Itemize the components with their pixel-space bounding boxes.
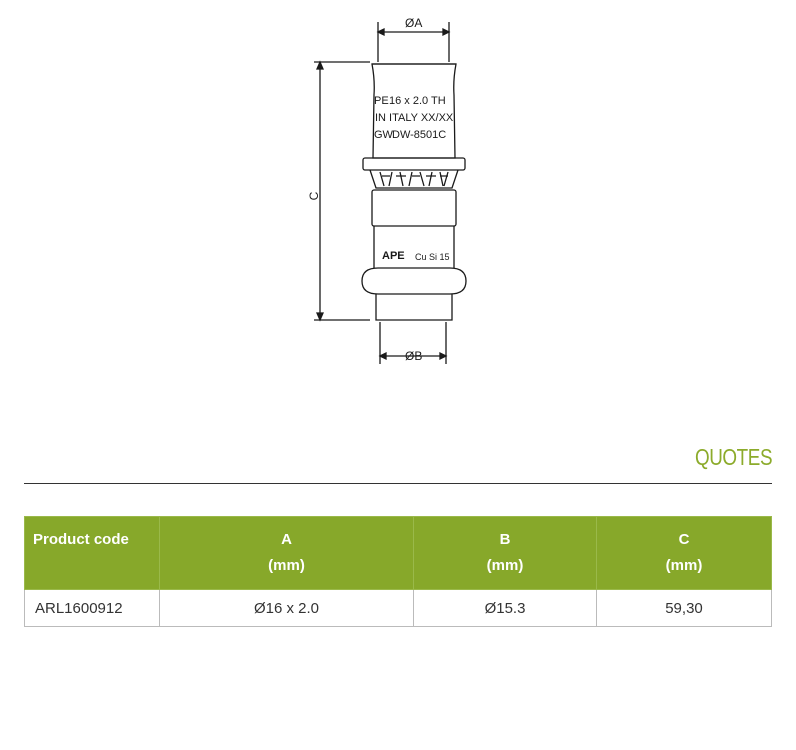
marking-line-2: IN ITALY XX/XX	[375, 112, 454, 124]
material-marking: Cu Si 15	[415, 252, 450, 262]
header-label: Product code	[33, 531, 129, 548]
quotes-table: Product code A (mm) B (mm) C (mm) ARL160…	[24, 516, 772, 627]
table-row: ARL1600912 Ø16 x 2.0 Ø15.3 59,30	[24, 589, 772, 627]
header-label: C	[678, 531, 690, 548]
fitting-drawing: ØA ØB C РЕ 16 x 2.0 TH IN ITALY XX/XX GW…	[307, 16, 467, 364]
header-label: B	[499, 531, 511, 548]
header-b: B (mm)	[413, 516, 597, 590]
dim-c-label: C	[307, 191, 321, 200]
table-header-row: Product code A (mm) B (mm) C (mm)	[24, 516, 772, 590]
marking-prefix-3: GW	[374, 129, 394, 141]
marking-line-1: 16 x 2.0 TH	[389, 95, 446, 107]
marking-prefix-1: РЕ	[374, 95, 389, 107]
cell-c: 59,30	[596, 589, 772, 627]
section-divider	[24, 483, 772, 484]
marking-line-3: DW-8501C	[392, 129, 446, 141]
header-product-code: Product code	[24, 516, 160, 590]
section-title: QUOTES	[694, 444, 773, 470]
cell-b: Ø15.3	[413, 589, 597, 627]
dim-b-label: ØB	[405, 349, 422, 363]
brand-marking: APE	[382, 250, 405, 262]
header-label: A	[281, 531, 292, 548]
header-unit: (mm)	[268, 557, 305, 574]
cell-a: Ø16 x 2.0	[159, 589, 414, 627]
header-unit: (mm)	[486, 557, 524, 574]
dim-a-label: ØA	[405, 16, 422, 30]
header-a: A (mm)	[159, 516, 414, 590]
fitting-technical-drawing: ØA ØB C РЕ 16 x 2.0 TH IN ITALY XX/XX GW…	[307, 16, 467, 364]
header-c: C (mm)	[596, 516, 772, 590]
cell-product-code: ARL1600912	[24, 589, 160, 627]
header-unit: (mm)	[665, 557, 703, 574]
